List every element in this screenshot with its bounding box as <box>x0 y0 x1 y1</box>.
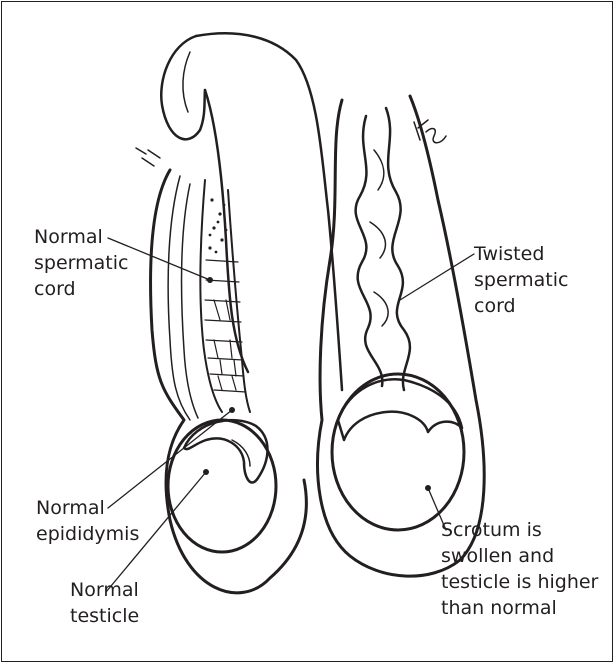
label-line: swollen and <box>441 543 598 569</box>
label-line: cord <box>474 293 568 319</box>
label-line: than normal <box>441 595 598 621</box>
label-normal-testicle: Normal testicle <box>70 577 139 629</box>
label-line: epididymis <box>36 521 139 547</box>
label-normal-epididymis: Normal epididymis <box>36 495 139 547</box>
label-line: testicle is higher <box>441 569 598 595</box>
label-line: Twisted <box>474 241 568 267</box>
twisted-side <box>318 96 485 576</box>
label-line: testicle <box>70 603 139 629</box>
label-twisted-spermatic-cord: Twisted spermatic cord <box>474 241 568 319</box>
label-line: spermatic <box>474 267 568 293</box>
label-line: Scrotum is <box>441 517 598 543</box>
label-line: Normal <box>36 495 139 521</box>
label-line: Normal <box>34 224 128 250</box>
label-line: cord <box>34 276 128 302</box>
label-line: spermatic <box>34 250 128 276</box>
shaft <box>161 33 342 390</box>
label-scrotum-note: Scrotum is swollen and testicle is highe… <box>441 517 598 621</box>
label-line: Normal <box>70 577 139 603</box>
label-normal-spermatic-cord: Normal spermatic cord <box>34 224 128 302</box>
leader-lines <box>106 238 474 592</box>
